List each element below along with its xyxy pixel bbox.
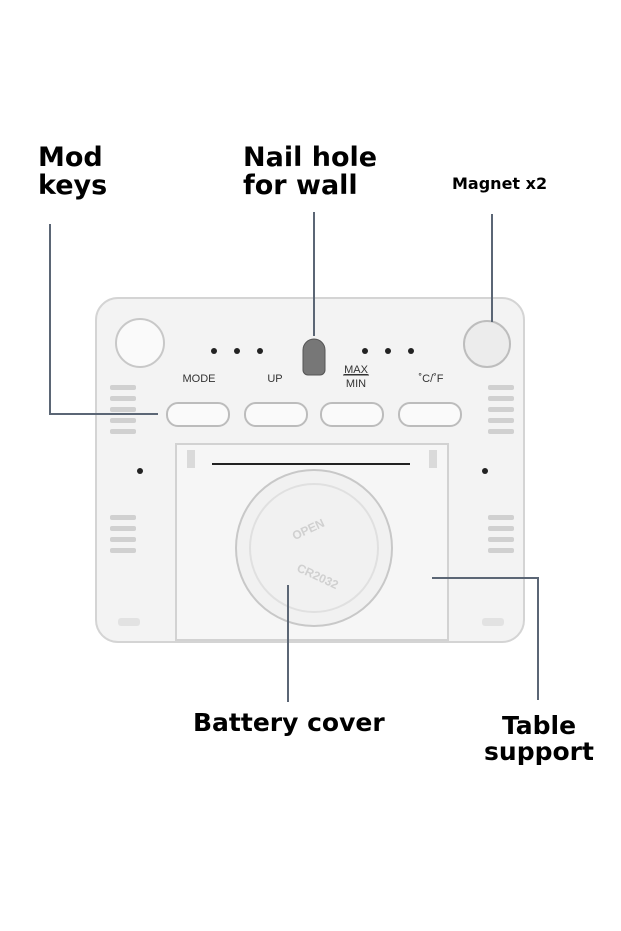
leader-lines [49,212,539,702]
callout-mod-keys: Mod keys [38,142,108,202]
battery-cover [235,469,393,627]
speaker-dots-left [211,348,263,354]
callout-nail-hole: Nail hole for wall [243,142,378,202]
callout-magnet: Magnet x2 [452,174,548,193]
foot-right [482,618,504,626]
up-label: UP [267,373,282,385]
min-label: MIN [346,378,366,390]
unit-label: ˚C/˚F [418,373,443,385]
callout-table-support: Table support [484,711,594,767]
callout-mod-keys-line2: keys [38,170,108,202]
vents-right [488,385,514,553]
callout-battery-cover: Battery cover [193,708,385,737]
mode-button[interactable] [166,402,230,427]
nail-hole [302,338,326,376]
speaker-dots-right [362,348,414,354]
callout-table-support-line1: Table [501,711,577,740]
leader-mod-keys [49,224,158,415]
unit-button[interactable] [398,402,462,427]
callout-nail-hole-line2: for wall [243,170,358,202]
foot-left [118,618,140,626]
magnet-left [115,318,165,368]
screw-right [482,468,488,474]
up-button[interactable] [244,402,308,427]
screw-left [137,468,143,474]
callout-mod-keys-line1: Mod [38,142,103,173]
max-min-button[interactable] [320,402,384,427]
magnet-right [463,320,511,368]
max-label: MAX [344,364,369,376]
mode-label: MODE [183,373,216,385]
callout-table-support-line2: support [484,737,594,767]
vents-left [110,385,136,553]
leader-table-support [432,577,539,700]
callout-nail-hole-line1: Nail hole [243,142,378,173]
